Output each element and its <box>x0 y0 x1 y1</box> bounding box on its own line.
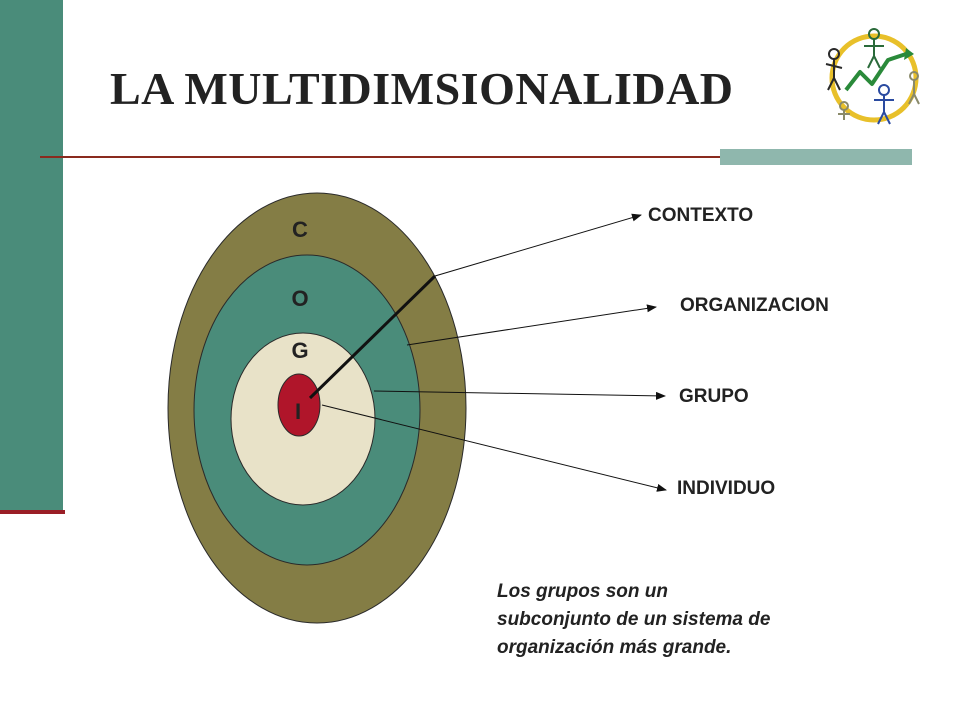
logo-ring <box>829 33 919 123</box>
ring-letter-i: I <box>295 399 301 424</box>
title-underline-block <box>720 149 912 165</box>
left-accent-bar <box>0 0 63 512</box>
note-line: Los grupos son un <box>497 581 668 602</box>
label-grupo: GRUPO <box>679 386 749 407</box>
logo-person-left <box>825 48 843 91</box>
note-line: organización más grande. <box>497 637 732 658</box>
logo-person-lower-left <box>838 101 850 120</box>
logo-growth-line <box>844 52 907 92</box>
explanation-note: Los grupos son un subconjunto de un sist… <box>497 578 867 662</box>
arrow-organizacion <box>406 304 657 346</box>
logo-person-top <box>864 28 884 69</box>
left-accent-bar-edge <box>0 510 65 514</box>
logo-person-bottom <box>874 84 894 125</box>
ring-letter-o: O <box>291 286 308 311</box>
ring-individuo <box>277 373 321 437</box>
pointer-diagonal-line <box>308 274 437 400</box>
label-contexto: CONTEXTO <box>648 205 753 226</box>
arrow-individuo <box>321 404 667 492</box>
label-individuo: INDIVIDUO <box>677 478 775 499</box>
arrow-grupo <box>373 390 666 400</box>
label-organizacion: ORGANIZACION <box>680 295 829 316</box>
slide-title: LA MULTIDIMSIONALIDAD <box>110 63 734 114</box>
people-growth-chart-logo-icon <box>825 28 920 125</box>
ring-letter-c: C <box>292 217 308 242</box>
title-underline <box>40 156 912 158</box>
logo-person-right <box>908 71 920 105</box>
note-line: subconjunto de un sistema de <box>497 609 771 630</box>
logo-arrow-head <box>904 48 914 60</box>
arrow-contexto <box>434 213 642 277</box>
ring-letter-g: G <box>291 338 308 363</box>
